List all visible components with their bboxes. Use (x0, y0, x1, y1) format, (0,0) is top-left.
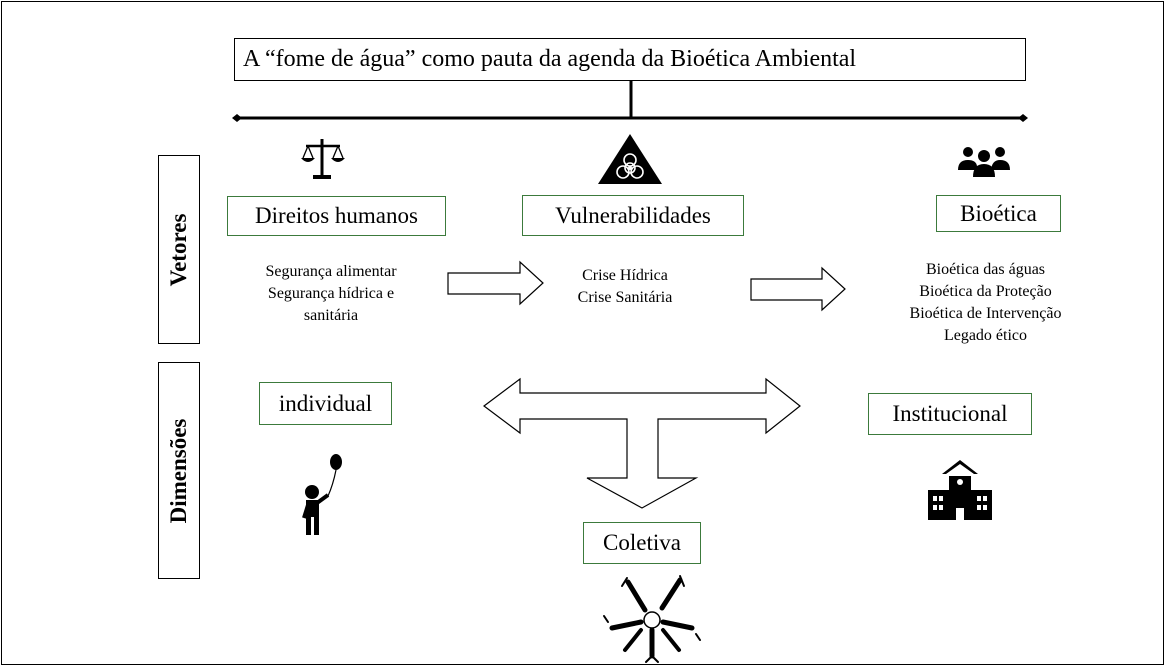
scales-icon (301, 139, 345, 179)
joined-hands-icon (603, 575, 701, 663)
list-item: Segurança hídrica e (267, 285, 395, 302)
dimensoes-label-text: Dimensões (166, 418, 191, 523)
list-item: Bioética de Intervenção (909, 305, 1062, 322)
list-item: sanitária (303, 307, 359, 324)
line-end-left (232, 114, 242, 122)
arrow-vulnerabilidades-to-bioetica (750, 266, 846, 312)
diagram-title: A “fome de água” como pauta da agenda da… (234, 38, 1026, 81)
direitos-list: Segurança alimentar Segurança hídrica e … (226, 261, 436, 327)
vetores-label-text: Vetores (166, 213, 191, 286)
line-end-right (1018, 114, 1028, 122)
people-group-icon (958, 147, 1010, 177)
dimensions-triple-arrow (483, 377, 801, 509)
biohazard-icon (598, 134, 662, 184)
list-item: Segurança alimentar (265, 263, 397, 280)
dimensoes-side-label: Dimensões (158, 362, 200, 579)
institucional-box: Institucional (868, 393, 1032, 435)
coletiva-box: Coletiva (583, 522, 701, 564)
vulnerabilidades-list: Crise Hídrica Crise Sanitária (545, 265, 705, 309)
child-balloon-icon (302, 454, 342, 535)
list-item: Legado ético (943, 327, 1028, 344)
list-item: Crise Hídrica (582, 267, 668, 284)
individual-box: individual (259, 382, 392, 425)
arrow-direitos-to-vulnerabilidades (447, 260, 544, 306)
bioetica-box: Bioética (936, 195, 1061, 232)
list-item: Crise Sanitária (577, 289, 673, 306)
bioetica-list: Bioética das águas Bioética da Proteção … (868, 259, 1103, 347)
school-building-icon (928, 460, 992, 520)
list-item: Bioética das águas (925, 261, 1046, 278)
vetores-side-label: Vetores (158, 155, 200, 344)
direitos-humanos-box: Direitos humanos (227, 196, 446, 236)
list-item: Bioética da Proteção (919, 283, 1052, 300)
vulnerabilidades-box: Vulnerabilidades (522, 195, 744, 236)
